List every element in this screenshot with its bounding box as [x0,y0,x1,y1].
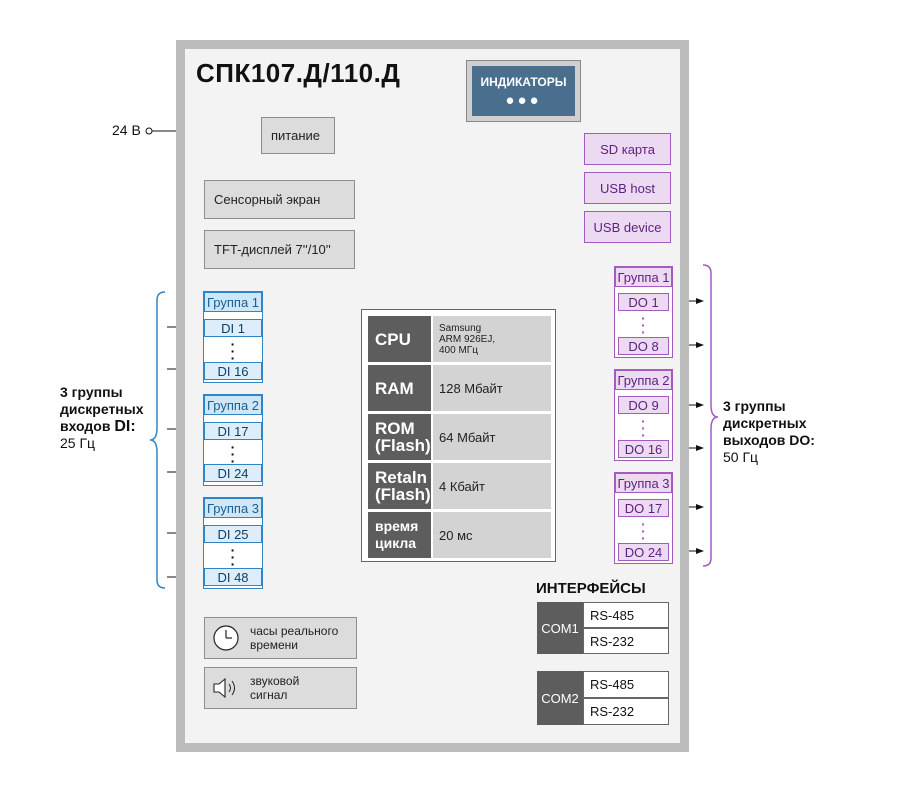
di-group-1: Группа 1 DI 1 ··· DI 16 [203,291,263,383]
outputs-frequency: 50 Гц [723,449,759,465]
di-cell: DI 24 [204,464,262,482]
di-group-2: Группа 2 DI 17 ··· DI 24 [203,394,263,486]
com2-rs485: RS-485 [583,671,669,698]
power-block: питание [261,117,335,154]
inputs-desc-line: дискретных [60,401,144,417]
cpu-label: CPU [368,316,431,362]
indicators-block: ИНДИКАТОРЫ ●●● [466,60,581,122]
rom-label: ROM(Flash) [368,414,431,460]
sd-card-block: SD карта [584,133,671,165]
ram-value: 128 Мбайт [433,365,551,411]
rom-row: ROM(Flash) 64 Мбайт [368,414,551,460]
di-cell: DI 25 [204,525,262,543]
di-group-header: Группа 1 [204,292,262,312]
retain-label: Retaln(Flash) [368,463,431,509]
ellipsis-icon: ··· [230,439,236,469]
ellipsis-icon: ··· [641,413,646,443]
ellipsis-icon: ··· [230,336,236,366]
do-group-2: Группа 2 DO 9 ··· DO 16 [614,369,673,461]
rom-value: 64 Мбайт [433,414,551,460]
clock-icon [213,625,239,651]
ram-label: RAM [368,365,431,411]
di-group-header: Группа 2 [204,395,262,415]
indicators-label: ИНДИКАТОРЫ [480,75,567,89]
di-cell: DI 48 [204,568,262,586]
retain-row: Retaln(Flash) 4 Кбайт [368,463,551,509]
retain-value: 4 Кбайт [433,463,551,509]
speaker-icon [213,677,235,699]
com2-rs232: RS-232 [583,698,669,725]
do-group-1: Группа 1 DO 1 ··· DO 8 [614,266,673,358]
do-cell: DO 8 [618,337,669,355]
com2-block: COM2 [537,671,583,725]
indicators-screen: ИНДИКАТОРЫ ●●● [472,66,575,116]
usb-host-block: USB host [584,172,671,204]
outputs-brace [702,264,719,567]
ellipsis-icon: ··· [641,516,646,546]
di-cell: DI 1 [204,319,262,337]
tft-display-block: TFT-дисплей 7''/10'' [204,230,355,269]
outputs-desc-line: 3 группы [723,398,786,414]
do-group-header: Группа 1 [615,267,672,287]
com1-rs485: RS-485 [583,602,669,628]
do-group-3: Группа 3 DO 17 ··· DO 24 [614,472,673,564]
ellipsis-icon: ··· [230,542,236,572]
indicator-dots-icon: ●●● [505,92,542,109]
do-cell: DO 9 [618,396,669,414]
inputs-brace [149,291,166,589]
touch-screen-block: Сенсорный экран [204,180,355,219]
do-cell: DO 17 [618,499,669,517]
device-title: СПК107.Д/110.Д [196,58,401,88]
inputs-desc-bold: DI: [114,418,136,435]
ram-row: RAM 128 Мбайт [368,365,551,411]
do-group-header: Группа 2 [615,370,672,390]
outputs-desc-line: выходов DO: [723,432,815,448]
power-input-label: 24 В [112,122,141,138]
outputs-description: 3 группы дискретных выходов DO: 50 Гц [723,398,815,466]
do-cell: DO 24 [618,543,669,561]
inputs-desc-line: входов [60,418,115,434]
inputs-frequency: 25 Гц [60,435,96,451]
cycle-value: 20 мс [433,512,551,558]
inputs-description: 3 группы дискретных входов DI: 25 Гц [60,384,144,452]
di-cell: DI 16 [204,362,262,380]
com1-rs232: RS-232 [583,628,669,654]
di-group-header: Группа 3 [204,498,262,518]
di-group-3: Группа 3 DI 25 ··· DI 48 [203,497,263,589]
ellipsis-icon: ··· [641,310,646,340]
do-cell: DO 16 [618,440,669,458]
interfaces-title: ИНТЕРФЕЙСЫ [536,580,646,597]
usb-device-block: USB device [584,211,671,243]
do-group-header: Группа 3 [615,473,672,493]
do-cell: DO 1 [618,293,669,311]
inputs-desc-line: 3 группы [60,384,123,400]
outputs-desc-line: дискретных [723,415,807,431]
di-cell: DI 17 [204,422,262,440]
com1-block: COM1 [537,602,583,654]
